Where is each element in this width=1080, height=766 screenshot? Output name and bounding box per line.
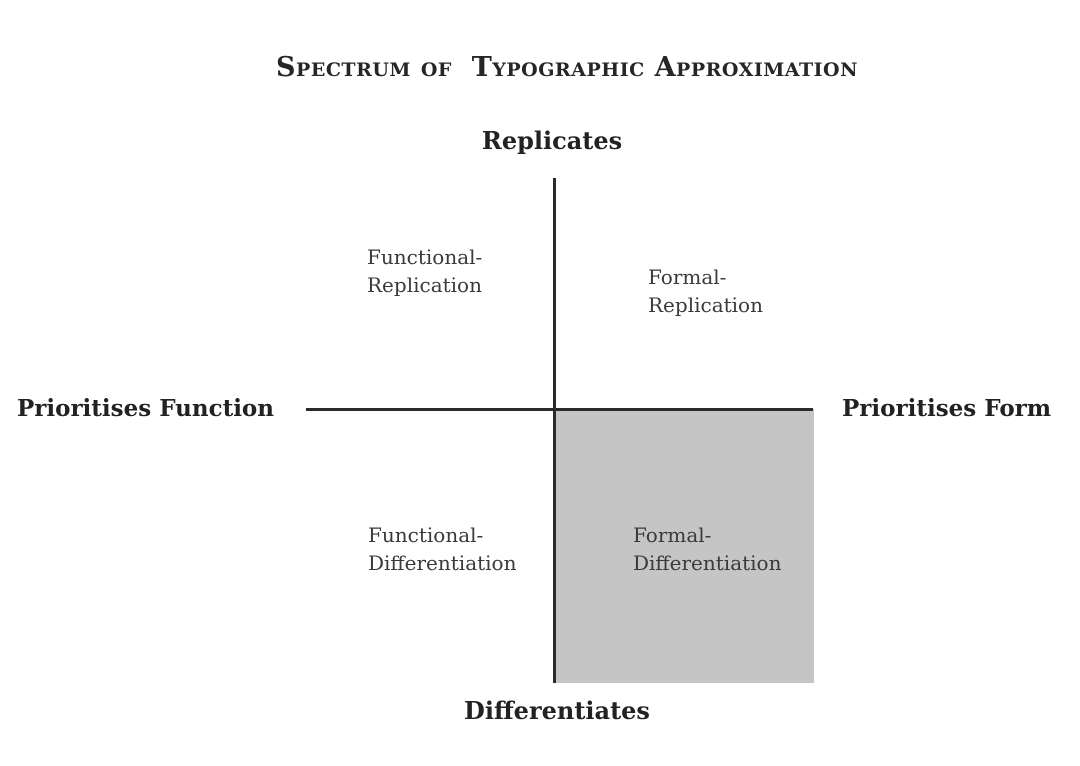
diagram-title: Spectrum of Typographic Approximation	[276, 52, 858, 83]
vertical-axis-line	[553, 178, 556, 683]
axis-label-prioritises-form: Prioritises Form	[842, 395, 1052, 422]
axis-label-prioritises-function: Prioritises Function	[16, 395, 274, 422]
quadrant-label-functional-replication: Functional- Replication	[367, 243, 482, 299]
quadrant-label-line: Differentiation	[633, 551, 782, 575]
quadrant-label-line: Replication	[648, 293, 763, 317]
quadrant-label-line: Formal-	[633, 523, 712, 547]
highlighted-quadrant-fill	[555, 409, 814, 683]
quadrant-label-line: Replication	[367, 273, 482, 297]
quadrant-label-formal-replication: Formal- Replication	[648, 263, 763, 319]
quadrant-label-functional-differentiation: Functional- Differentiation	[368, 521, 516, 577]
axis-label-replicates: Replicates	[481, 126, 623, 155]
horizontal-axis-line	[306, 408, 813, 411]
quadrant-label-line: Functional-	[368, 523, 484, 547]
quadrant-label-line: Functional-	[367, 245, 483, 269]
quadrant-label-line: Formal-	[648, 265, 727, 289]
axis-label-differentiates: Differentiates	[464, 696, 650, 725]
quadrant-label-line: Differentiation	[368, 551, 517, 575]
quadrant-label-formal-differentiation: Formal- Differentiation	[633, 521, 781, 577]
